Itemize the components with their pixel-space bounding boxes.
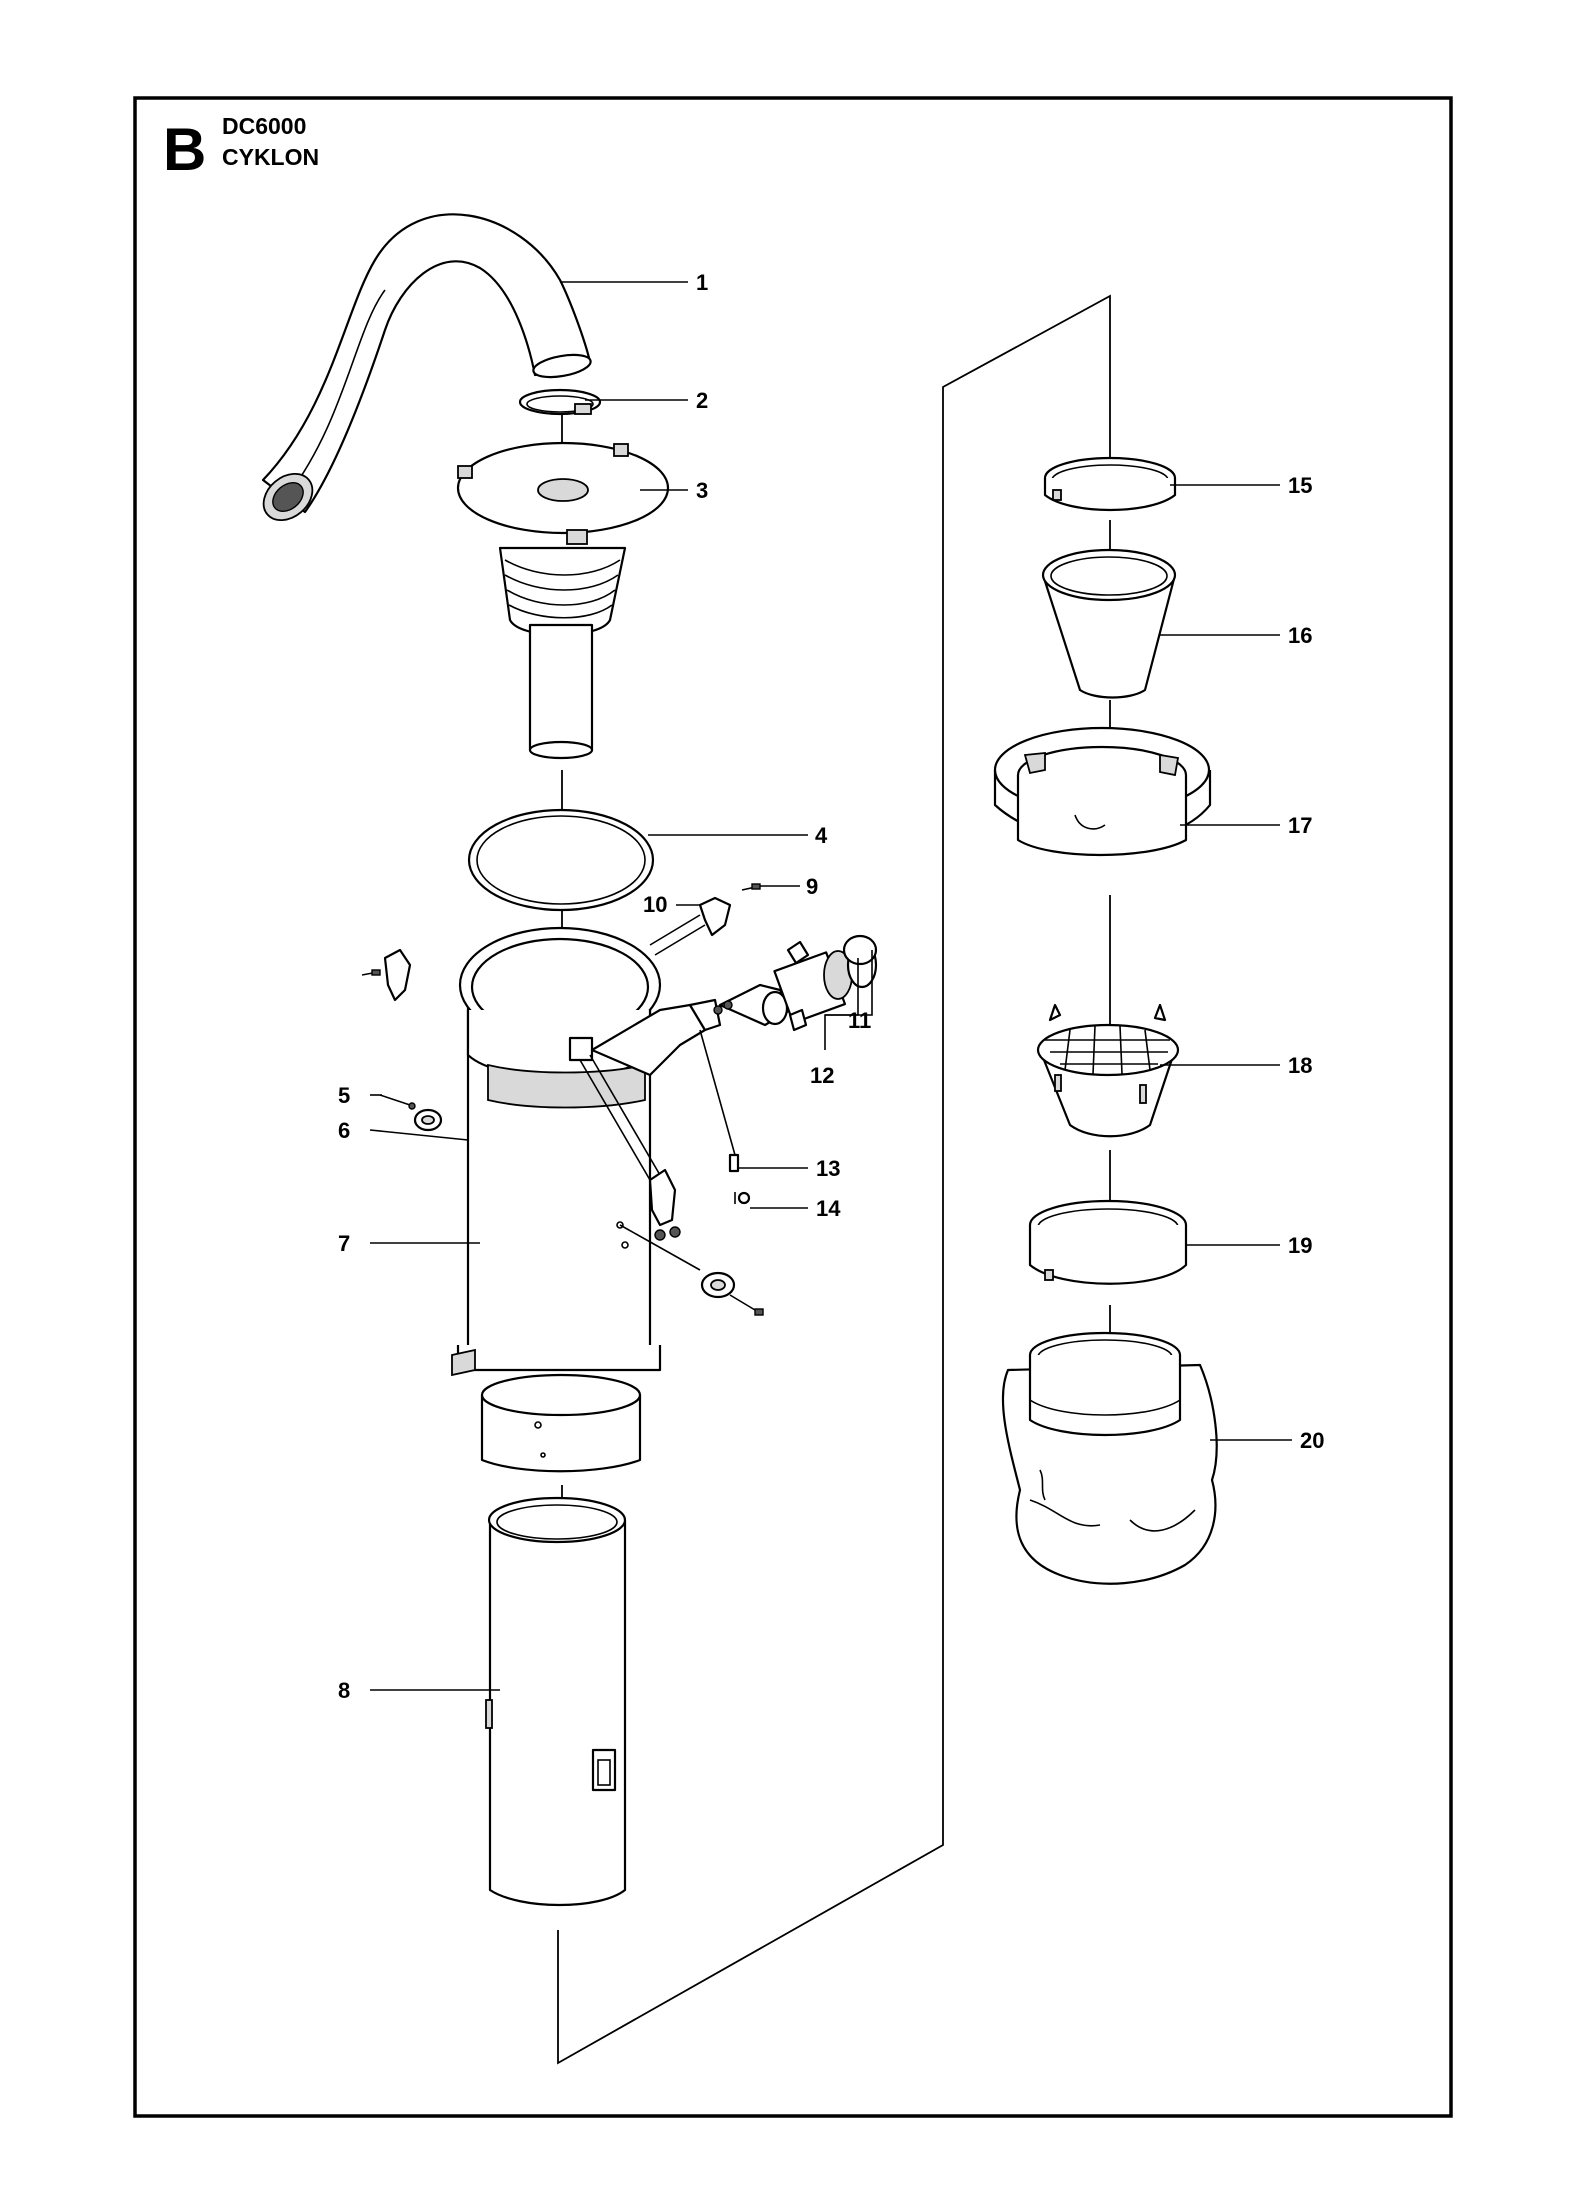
callout-13: 13 — [816, 1156, 840, 1181]
callout-20: 20 — [1300, 1428, 1324, 1453]
callout-7: 7 — [338, 1231, 350, 1256]
part-13-14-fasteners — [699, 1029, 751, 1205]
part-19-clamp-ring — [1028, 1199, 1188, 1285]
callout-16: 16 — [1288, 623, 1312, 648]
callout-17: 17 — [1288, 813, 1312, 838]
callout-numbers: 1 2 3 4 5 6 7 8 9 10 11 12 13 14 15 16 1… — [338, 270, 1324, 1703]
callout-15: 15 — [1288, 473, 1312, 498]
callout-2: 2 — [696, 388, 708, 413]
callout-6: 6 — [338, 1118, 350, 1143]
model-number: DC6000 — [222, 113, 306, 139]
page-frame — [133, 96, 1453, 2118]
body-latch-lever — [579, 1054, 681, 1241]
callout-1: 1 — [696, 270, 708, 295]
part-17-collar — [993, 726, 1212, 857]
section-title: CYKLON — [222, 144, 319, 170]
callout-3: 3 — [696, 478, 708, 503]
callout-5: 5 — [338, 1083, 350, 1108]
part-15-clamp-ring — [1043, 456, 1177, 512]
callout-9: 9 — [806, 874, 818, 899]
body-knob-right — [616, 1221, 764, 1316]
part-4-gasket — [467, 808, 655, 912]
part-16-cone — [1041, 548, 1177, 699]
part-5-6-knob — [379, 1094, 443, 1132]
part-8-lower-tube — [485, 1496, 627, 1907]
callout-18: 18 — [1288, 1053, 1312, 1078]
part-1-hose — [261, 213, 592, 522]
callout-14: 14 — [816, 1196, 841, 1221]
part-18-grate — [1036, 1003, 1180, 1138]
part-7-cyclone-body — [451, 926, 722, 1473]
leader-lines — [369, 281, 1292, 1691]
callout-19: 19 — [1288, 1233, 1312, 1258]
callout-12: 12 — [810, 1063, 834, 1088]
body-side-latch — [361, 948, 412, 1002]
callout-8: 8 — [338, 1678, 350, 1703]
callout-11: 11 — [848, 1008, 871, 1033]
part-2-hose-clamp — [518, 388, 602, 416]
part-11-12-inlet — [713, 934, 878, 1032]
callout-10: 10 — [643, 892, 667, 917]
callout-4: 4 — [815, 823, 828, 848]
section-letter: B — [163, 116, 206, 183]
part-3-cyclone-lid — [456, 441, 670, 760]
part-9-10-latch — [649, 883, 761, 956]
part-20-dust-bag — [1001, 1331, 1218, 1585]
